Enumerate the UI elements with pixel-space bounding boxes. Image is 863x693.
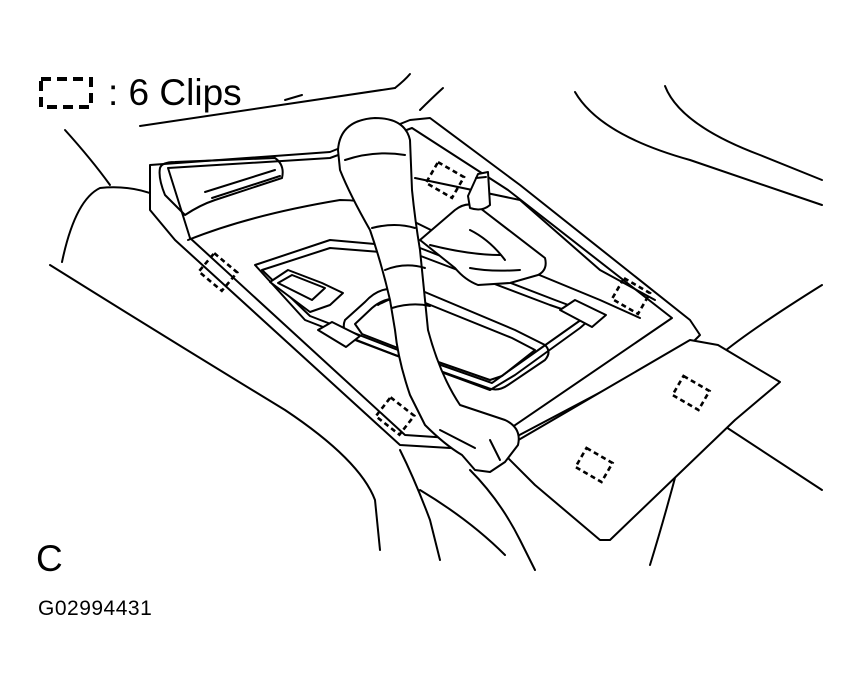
clip-marker bbox=[610, 276, 652, 316]
figure-id-label: G02994431 bbox=[38, 597, 153, 620]
clip-legend: : 6 Clips bbox=[38, 74, 242, 111]
view-letter-label: C bbox=[36, 538, 63, 579]
interior-background-lines bbox=[49, 73, 823, 571]
console-bezel bbox=[149, 117, 781, 541]
clip-marker bbox=[424, 160, 466, 200]
clip-legend-text: : 6 Clips bbox=[108, 72, 242, 113]
dashed-square-clip-icon bbox=[39, 76, 93, 109]
shift-boot bbox=[419, 171, 547, 286]
clip-markers bbox=[196, 160, 712, 484]
clip-marker bbox=[373, 395, 417, 437]
shift-lever bbox=[337, 117, 520, 473]
clip-marker bbox=[196, 251, 240, 293]
